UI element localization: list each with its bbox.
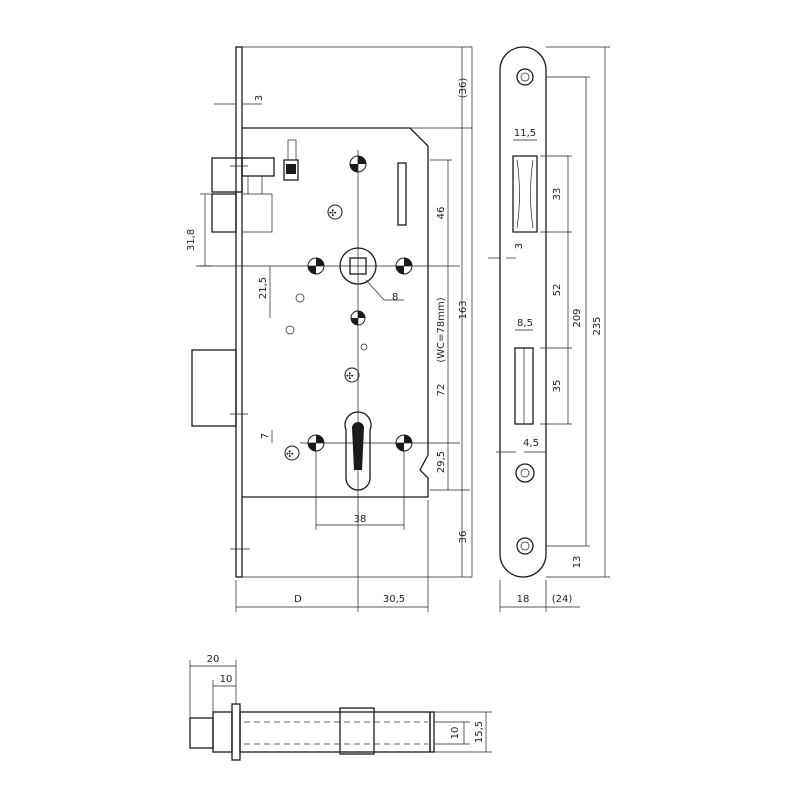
dim-plate-width: 18 — [517, 594, 530, 605]
screw-holes: ✣ ✣ — [284, 155, 413, 461]
dim-latch-height: 31,8 — [186, 229, 197, 251]
dim-faceplate-thickness: 3 — [254, 95, 265, 101]
front-view: ✣ ✣ — [186, 46, 473, 612]
dim-bolt-width: 8,5 — [517, 318, 533, 329]
faceplate-outline — [499, 46, 547, 578]
dim-follower-size: 8 — [392, 292, 398, 303]
dim-length-235: 235 — [592, 316, 603, 335]
dim-plate-width-alt: (24) — [552, 594, 573, 605]
dim-length-10: 10 — [220, 674, 233, 685]
dim-height-15-5: 15,5 — [474, 721, 485, 743]
dim-bolt-offset: 4,5 — [523, 438, 539, 449]
dim-spindle-to-latch: 46 — [436, 207, 447, 220]
dim-cyl-offset: 7 — [260, 433, 271, 439]
dim-height-10: 10 — [450, 727, 461, 740]
dim-spacing-mid: 52 — [552, 284, 563, 297]
dim-center-distance: 72 — [436, 384, 447, 397]
dim-center-distance-label: (WC=78mm) — [436, 297, 447, 362]
lock-case-outline — [242, 127, 429, 498]
dim-plate-thickness: 3 — [514, 243, 525, 249]
dim-bottom-hole: 13 — [572, 556, 583, 569]
dead-bolt — [191, 349, 237, 427]
faceplate-latch-opening — [512, 155, 538, 233]
dim-backset-right: 30,5 — [383, 594, 405, 605]
dim-cyl-lower: 29,5 — [436, 451, 447, 473]
dim-backset: D — [294, 594, 302, 605]
latch-bolt — [211, 157, 275, 233]
dim-bottom-gap: 36 — [458, 531, 469, 544]
dim-latch-width: 11,5 — [514, 128, 536, 139]
bolt-view: 20 10 10 15,5 — [189, 654, 492, 761]
dim-length-20: 20 — [207, 654, 220, 665]
svg-text:✣: ✣ — [286, 450, 294, 460]
dim-distance-209: 209 — [572, 308, 583, 327]
dim-top-gap: (36) — [458, 78, 469, 99]
svg-text:✣: ✣ — [346, 372, 354, 382]
svg-text:✣: ✣ — [329, 209, 337, 219]
dim-latch-opening: 33 — [552, 188, 563, 201]
faceplate-view: 11,5 33 3 52 209 235 8,5 35 4,5 13 18 (2… — [488, 46, 610, 612]
dim-height-total: 163 — [458, 300, 469, 319]
dim-bolt-opening: 35 — [552, 380, 563, 393]
vertical-slot — [397, 162, 407, 226]
dim-latch-offset: 21,5 — [258, 277, 269, 299]
dim-screw-spacing: 38 — [354, 514, 367, 525]
front-faceplate — [235, 46, 243, 578]
